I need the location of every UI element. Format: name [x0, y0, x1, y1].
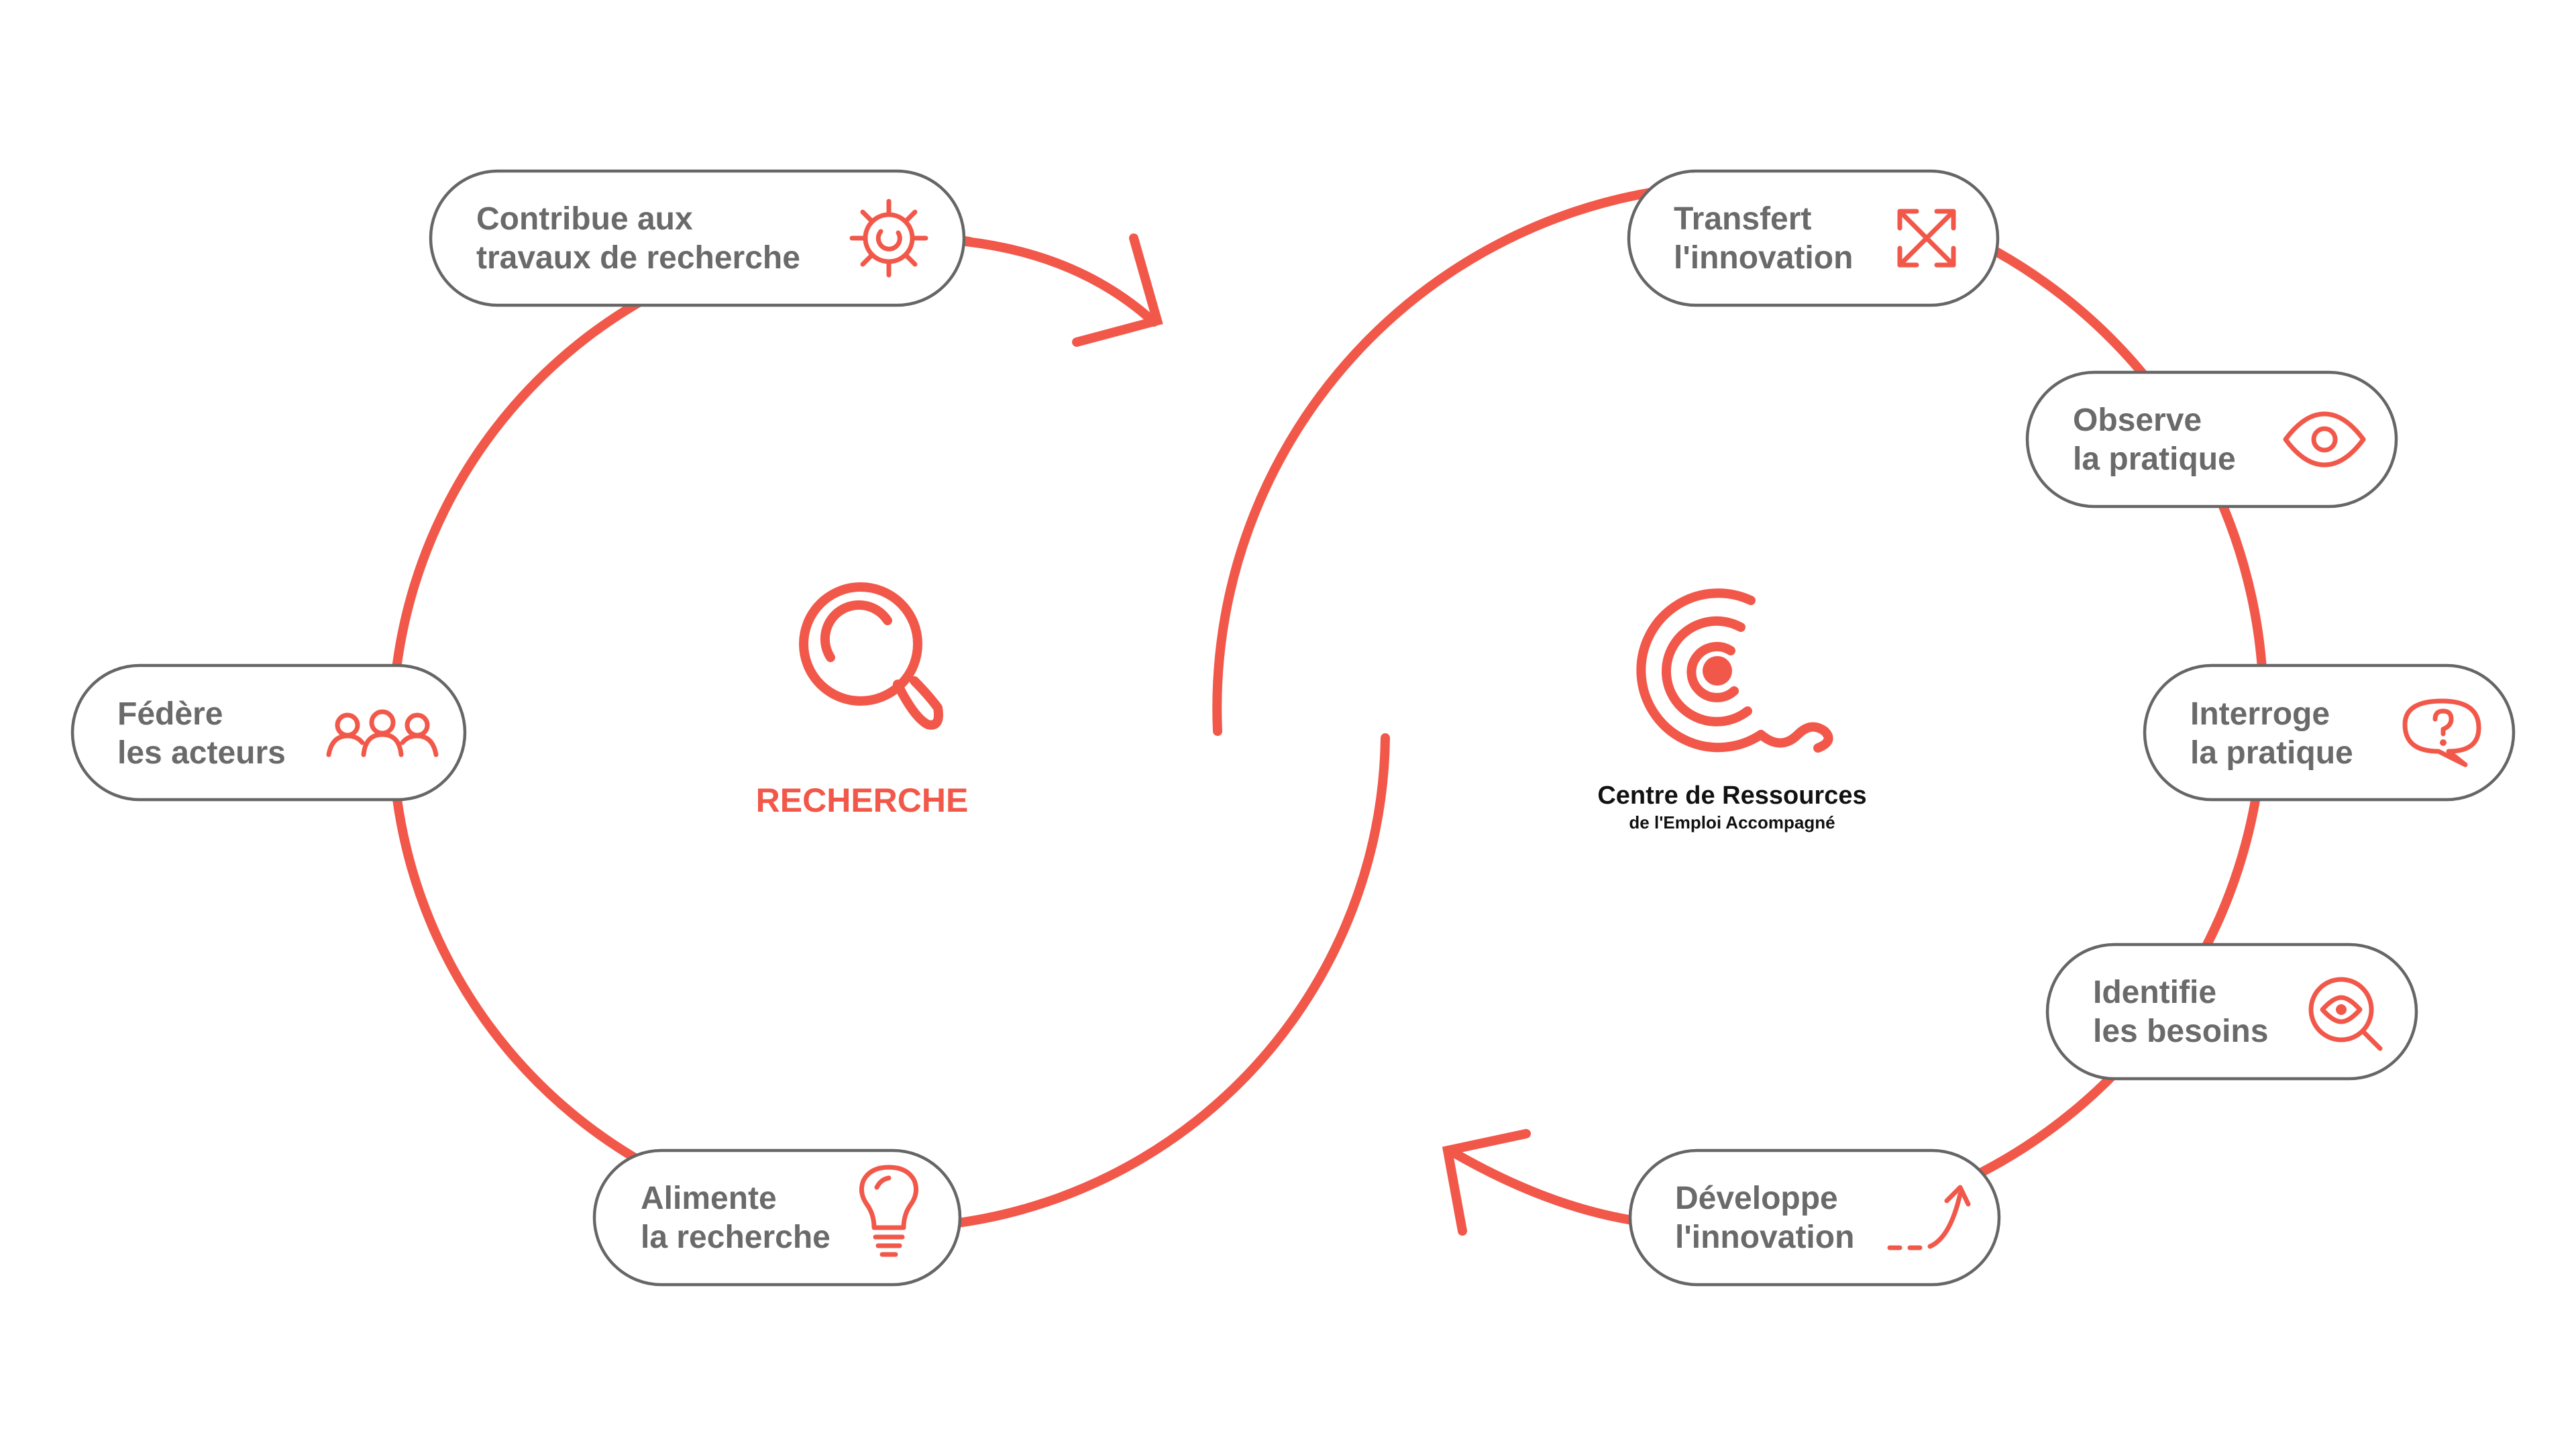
right-cycle — [1212, 180, 2269, 1236]
left-ring-arrow-arc — [961, 237, 1159, 327]
eye-icon — [2283, 411, 2366, 468]
node-developpe[interactable]: Développe l'innovation — [1628, 1148, 2001, 1287]
recherche-center: RECHERCHE — [756, 582, 969, 819]
node-federe-line2: les acteurs — [117, 735, 286, 771]
right-ring-arrowhead — [1442, 1129, 1531, 1236]
node-identifie-line2: les besoins — [2093, 1014, 2268, 1049]
node-observe[interactable]: Observe la pratique — [2025, 370, 2398, 508]
crea-title: Centre de Ressources — [1597, 782, 1866, 810]
node-transfert-line2: l'innovation — [1674, 240, 1853, 276]
node-interroge[interactable]: Interroge la pratique — [2143, 663, 2516, 802]
node-transfert-line1: Transfert — [1674, 201, 1811, 237]
node-identifie[interactable]: Identifie les besoins — [2045, 943, 2418, 1081]
node-contribue[interactable]: Contribue aux travaux de recherche — [429, 169, 966, 307]
left-cycle — [388, 230, 1390, 1233]
growth-arrow-icon — [1887, 1185, 1971, 1250]
node-alimente-line2: la recherche — [641, 1220, 830, 1255]
node-identifie-line1: Identifie — [2093, 975, 2216, 1010]
crea-center: Centre de Ressources de l'Emploi Accompa… — [1597, 588, 1867, 833]
node-interroge-line2: la pratique — [2190, 735, 2353, 771]
node-contribue-line1: Contribue aux — [476, 201, 693, 237]
node-federe[interactable]: Fédère les acteurs — [70, 663, 467, 802]
right-ring-arc — [1212, 180, 2269, 1236]
node-interroge-line1: Interroge — [2190, 696, 2330, 732]
gear-icon — [849, 199, 928, 278]
people-icon — [326, 709, 439, 757]
question-bubble-icon — [2402, 698, 2481, 767]
right-ring-arrow-arc — [1451, 1149, 1642, 1226]
node-federe-line1: Fédère — [117, 696, 223, 732]
node-observe-line2: la pratique — [2073, 441, 2236, 477]
node-alimente-line1: Alimente — [641, 1181, 777, 1216]
node-alimente[interactable]: Alimente la recherche — [592, 1148, 962, 1287]
expand-arrows-icon — [1897, 209, 1956, 268]
node-developpe-line2: l'innovation — [1675, 1220, 1854, 1255]
lightbulb-icon — [859, 1165, 919, 1257]
node-observe-line1: Observe — [2073, 402, 2202, 438]
node-developpe-line1: Développe — [1675, 1181, 1838, 1216]
magnifier-icon — [799, 582, 943, 730]
crea-logo-icon — [1636, 588, 1833, 753]
eye-magnifier-icon — [2308, 977, 2383, 1051]
node-contribue-line2: travaux de recherche — [476, 240, 800, 276]
node-transfert[interactable]: Transfert l'innovation — [1627, 169, 2000, 307]
recherche-label: RECHERCHE — [756, 782, 969, 819]
left-ring-arrowhead — [1072, 233, 1163, 347]
left-ring-arc — [388, 230, 1390, 1233]
crea-subtitle: de l'Emploi Accompagné — [1629, 812, 1835, 833]
